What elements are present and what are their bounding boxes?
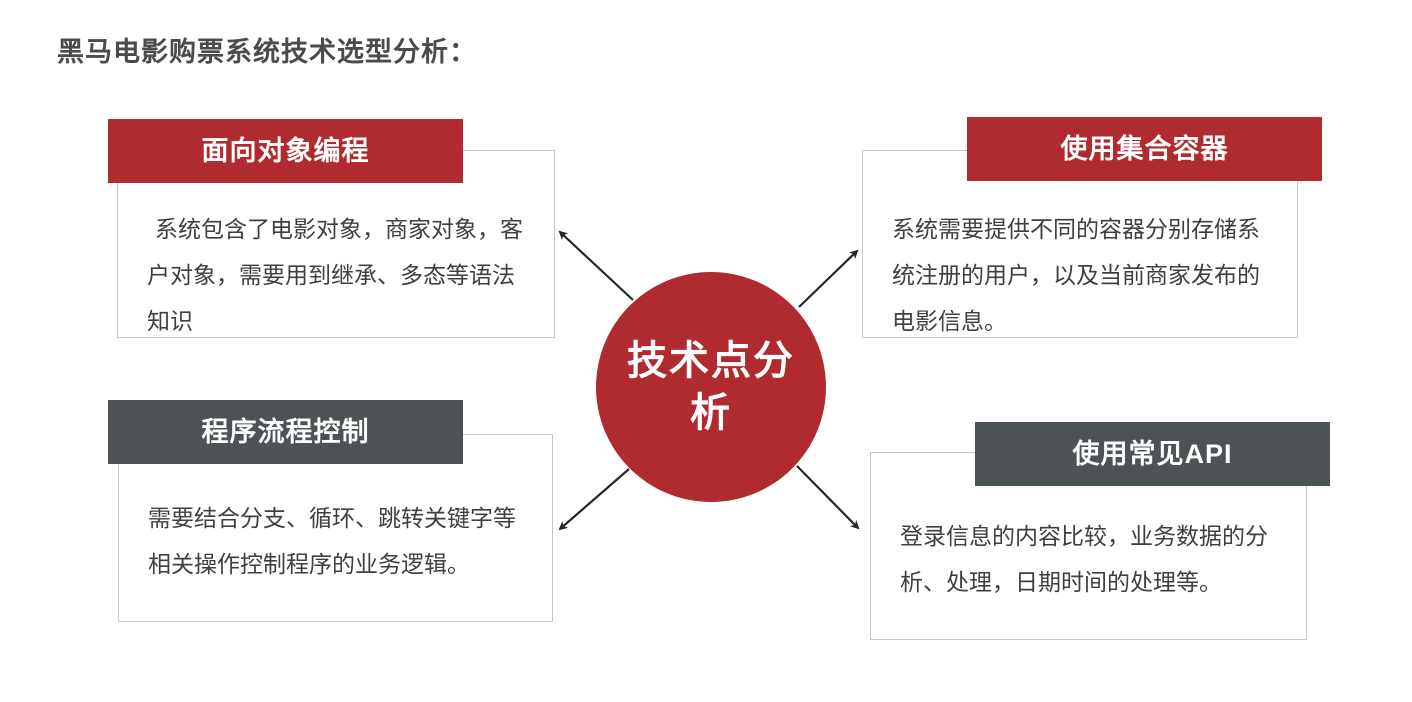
center-topic-circle: 技术点分析 xyxy=(596,272,826,502)
arrow-to-bottom-right-icon xyxy=(796,465,860,530)
center-topic-label: 技术点分析 xyxy=(627,339,795,435)
arrow-to-top-left-icon xyxy=(558,230,634,301)
arrow-to-top-right-icon xyxy=(798,249,859,308)
page-title: 黑马电影购票系统技术选型分析： xyxy=(57,37,477,67)
card-flow-control-header: 程序流程控制 xyxy=(108,400,463,464)
card-common-api-header: 使用常见API xyxy=(975,422,1330,486)
card-flow-control-body: 需要结合分支、循环、跳转关键字等相关操作控制程序的业务逻辑。 xyxy=(118,434,553,622)
card-collections-header: 使用集合容器 xyxy=(967,117,1322,181)
card-collections-body: 系统需要提供不同的容器分别存储系统注册的用户，以及当前商家发布的电影信息。 xyxy=(862,150,1298,338)
arrow-to-bottom-left-icon xyxy=(558,468,630,531)
card-oop-header: 面向对象编程 xyxy=(108,119,463,183)
